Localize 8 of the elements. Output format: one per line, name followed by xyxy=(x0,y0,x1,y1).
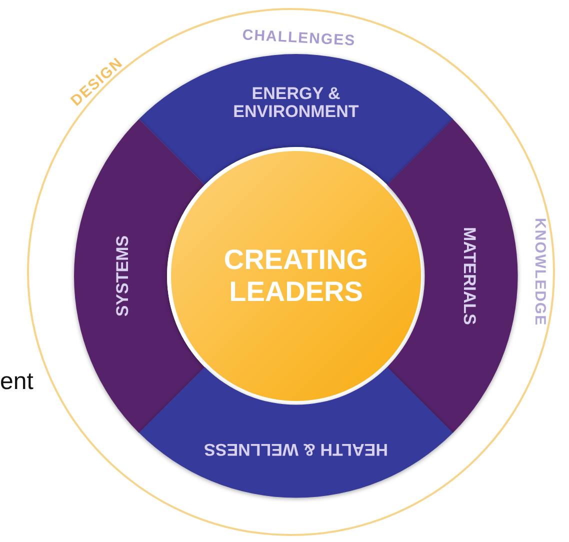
partial-text: ent xyxy=(0,368,34,396)
segment-label: ENERGY & ENVIRONMENT xyxy=(232,85,360,121)
segment-label: HEALTH & WELLNESS xyxy=(203,440,389,458)
ring-label: CHALLENGES xyxy=(242,26,356,50)
segment-label: SYSTEMS xyxy=(114,234,132,319)
segment-label: MATERIALS xyxy=(460,226,478,327)
ring-label: KNOWLEDGE xyxy=(532,218,548,326)
center-label: CREATING LEADERS xyxy=(222,244,370,308)
